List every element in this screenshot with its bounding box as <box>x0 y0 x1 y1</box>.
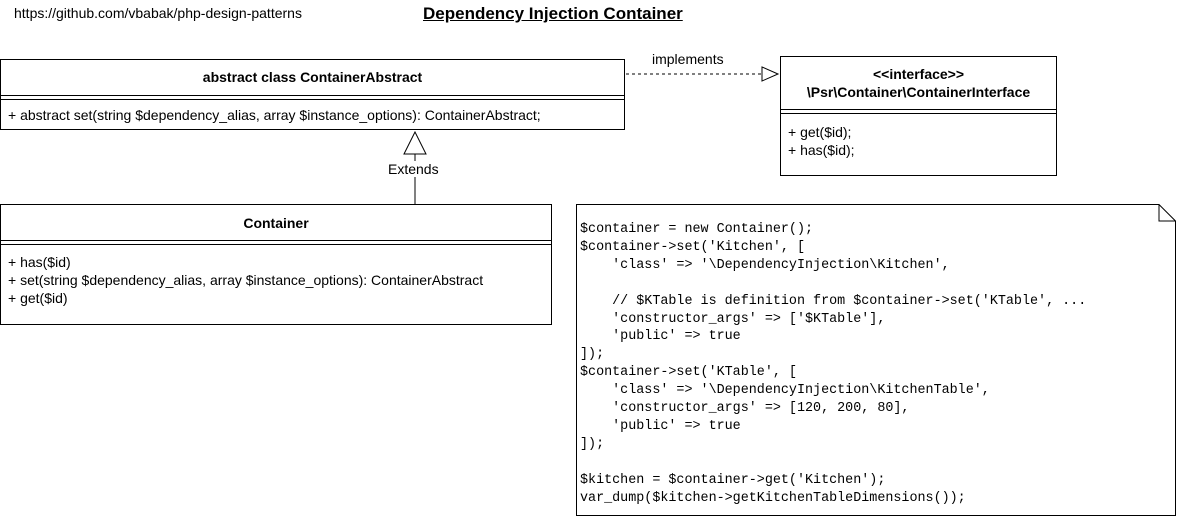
implements-arrowhead <box>761 66 780 82</box>
code-note: $container = new Container(); $container… <box>576 204 1176 516</box>
interface-stereotype: <<interface>> <box>872 66 965 82</box>
extends-arrowhead <box>403 130 427 155</box>
code-snippet: $container = new Container(); $container… <box>580 222 1087 506</box>
implements-label: implements <box>652 51 724 67</box>
diagram-title: Dependency Injection Container <box>423 4 683 23</box>
class-name: Container <box>1 205 551 245</box>
method-has: + has($id) <box>8 254 71 270</box>
extends-label: Extends <box>387 161 440 177</box>
method-get: + get($id) <box>8 290 68 306</box>
container-interface: <<interface>> \Psr\Container\ContainerIn… <box>780 56 1057 176</box>
class-methods: + abstract set(string $dependency_alias,… <box>1 96 624 124</box>
interface-header: <<interface>> \Psr\Container\ContainerIn… <box>781 57 1056 114</box>
class-name: abstract class ContainerAbstract <box>1 60 624 100</box>
method-set: + set(string $dependency_alias, array $i… <box>8 272 484 288</box>
container-abstract-class: abstract class ContainerAbstract + abstr… <box>0 59 625 130</box>
interface-methods: + get($id); + has($id); <box>781 110 1056 159</box>
method-set: + abstract set(string $dependency_alias,… <box>8 107 541 123</box>
method-has: + has($id); <box>788 142 855 158</box>
method-get: + get($id); <box>788 124 852 140</box>
class-methods: + has($id) + set(string $dependency_alia… <box>1 241 551 307</box>
source-url: https://github.com/vbabak/php-design-pat… <box>14 5 302 21</box>
interface-name: \Psr\Container\ContainerInterface <box>806 84 1031 100</box>
container-class: Container + has($id) + set(string $depen… <box>0 204 552 325</box>
